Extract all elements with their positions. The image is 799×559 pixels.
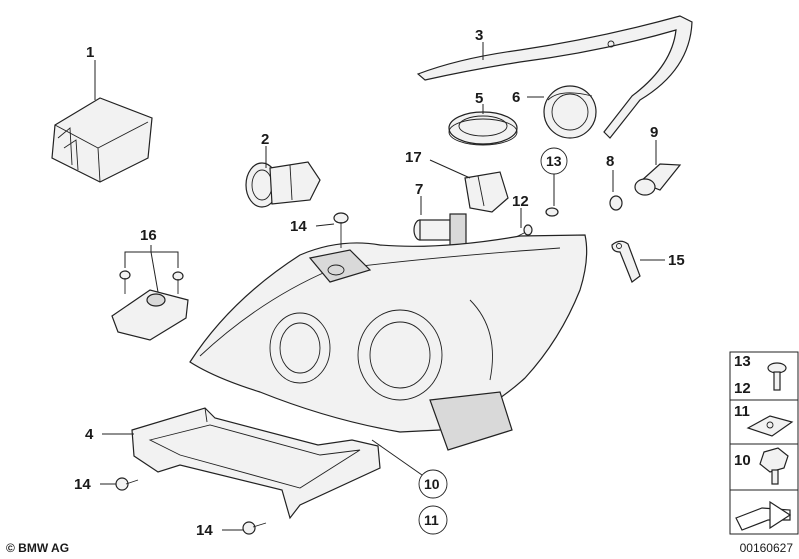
label-17: 17 (405, 149, 422, 166)
part-14-screw-left[interactable] (115, 477, 139, 491)
part-9-bulb-socket[interactable] (634, 163, 682, 196)
legend-screw-icon (767, 362, 787, 391)
part-7-bulb[interactable] (413, 213, 467, 247)
part-6-cap[interactable] (543, 85, 597, 139)
label-2: 2 (261, 131, 269, 148)
label-10: 10 (424, 476, 440, 492)
part-17-clip[interactable] (464, 171, 509, 213)
part-8-small-bulb[interactable] (609, 195, 623, 211)
arrow-icon (735, 500, 792, 531)
label-10-circle (418, 469, 448, 499)
label-16: 16 (140, 227, 157, 244)
part-1-box[interactable] (51, 97, 153, 183)
label-1: 1 (86, 44, 94, 61)
legend-label-11: 11 (734, 403, 750, 420)
part-2-bulb-socket[interactable] (245, 161, 321, 208)
fastener-legend: 13 12 11 10 (729, 351, 799, 535)
label-9: 9 (650, 124, 658, 141)
legend-clip-nut-icon (746, 415, 794, 437)
label-15: 15 (668, 252, 685, 269)
label-14-left: 14 (74, 476, 91, 493)
label-11: 11 (424, 512, 439, 528)
label-11-circle (418, 505, 448, 535)
part-14-screw-top[interactable] (333, 212, 349, 248)
label-7: 7 (415, 181, 423, 198)
legend-label-10: 10 (734, 452, 751, 469)
part-14-screw-bottom[interactable] (242, 521, 267, 535)
legend-label-12: 12 (734, 380, 751, 397)
label-12: 12 (512, 193, 529, 210)
label-8: 8 (606, 153, 614, 170)
copyright-text: © BMW AG (6, 541, 70, 555)
label-5: 5 (475, 90, 483, 107)
label-6: 6 (512, 89, 520, 106)
part-3-gasket[interactable] (416, 15, 693, 139)
part-4-frame[interactable] (131, 407, 381, 520)
label-13: 13 (546, 153, 562, 169)
part-5-ring[interactable] (448, 111, 518, 146)
headlight-assembly[interactable] (189, 234, 588, 451)
document-number: 00160627 (739, 541, 793, 555)
label-4: 4 (85, 426, 94, 443)
part-15-bracket[interactable] (611, 240, 641, 283)
label-14-top: 14 (290, 218, 307, 235)
legend-nut-icon (759, 447, 789, 485)
label-14-bottom: 14 (196, 522, 213, 539)
part-13-washer[interactable] (545, 207, 559, 217)
label-3: 3 (475, 27, 483, 44)
legend-label-13: 13 (734, 353, 751, 370)
part-16-bracket[interactable] (111, 270, 189, 341)
